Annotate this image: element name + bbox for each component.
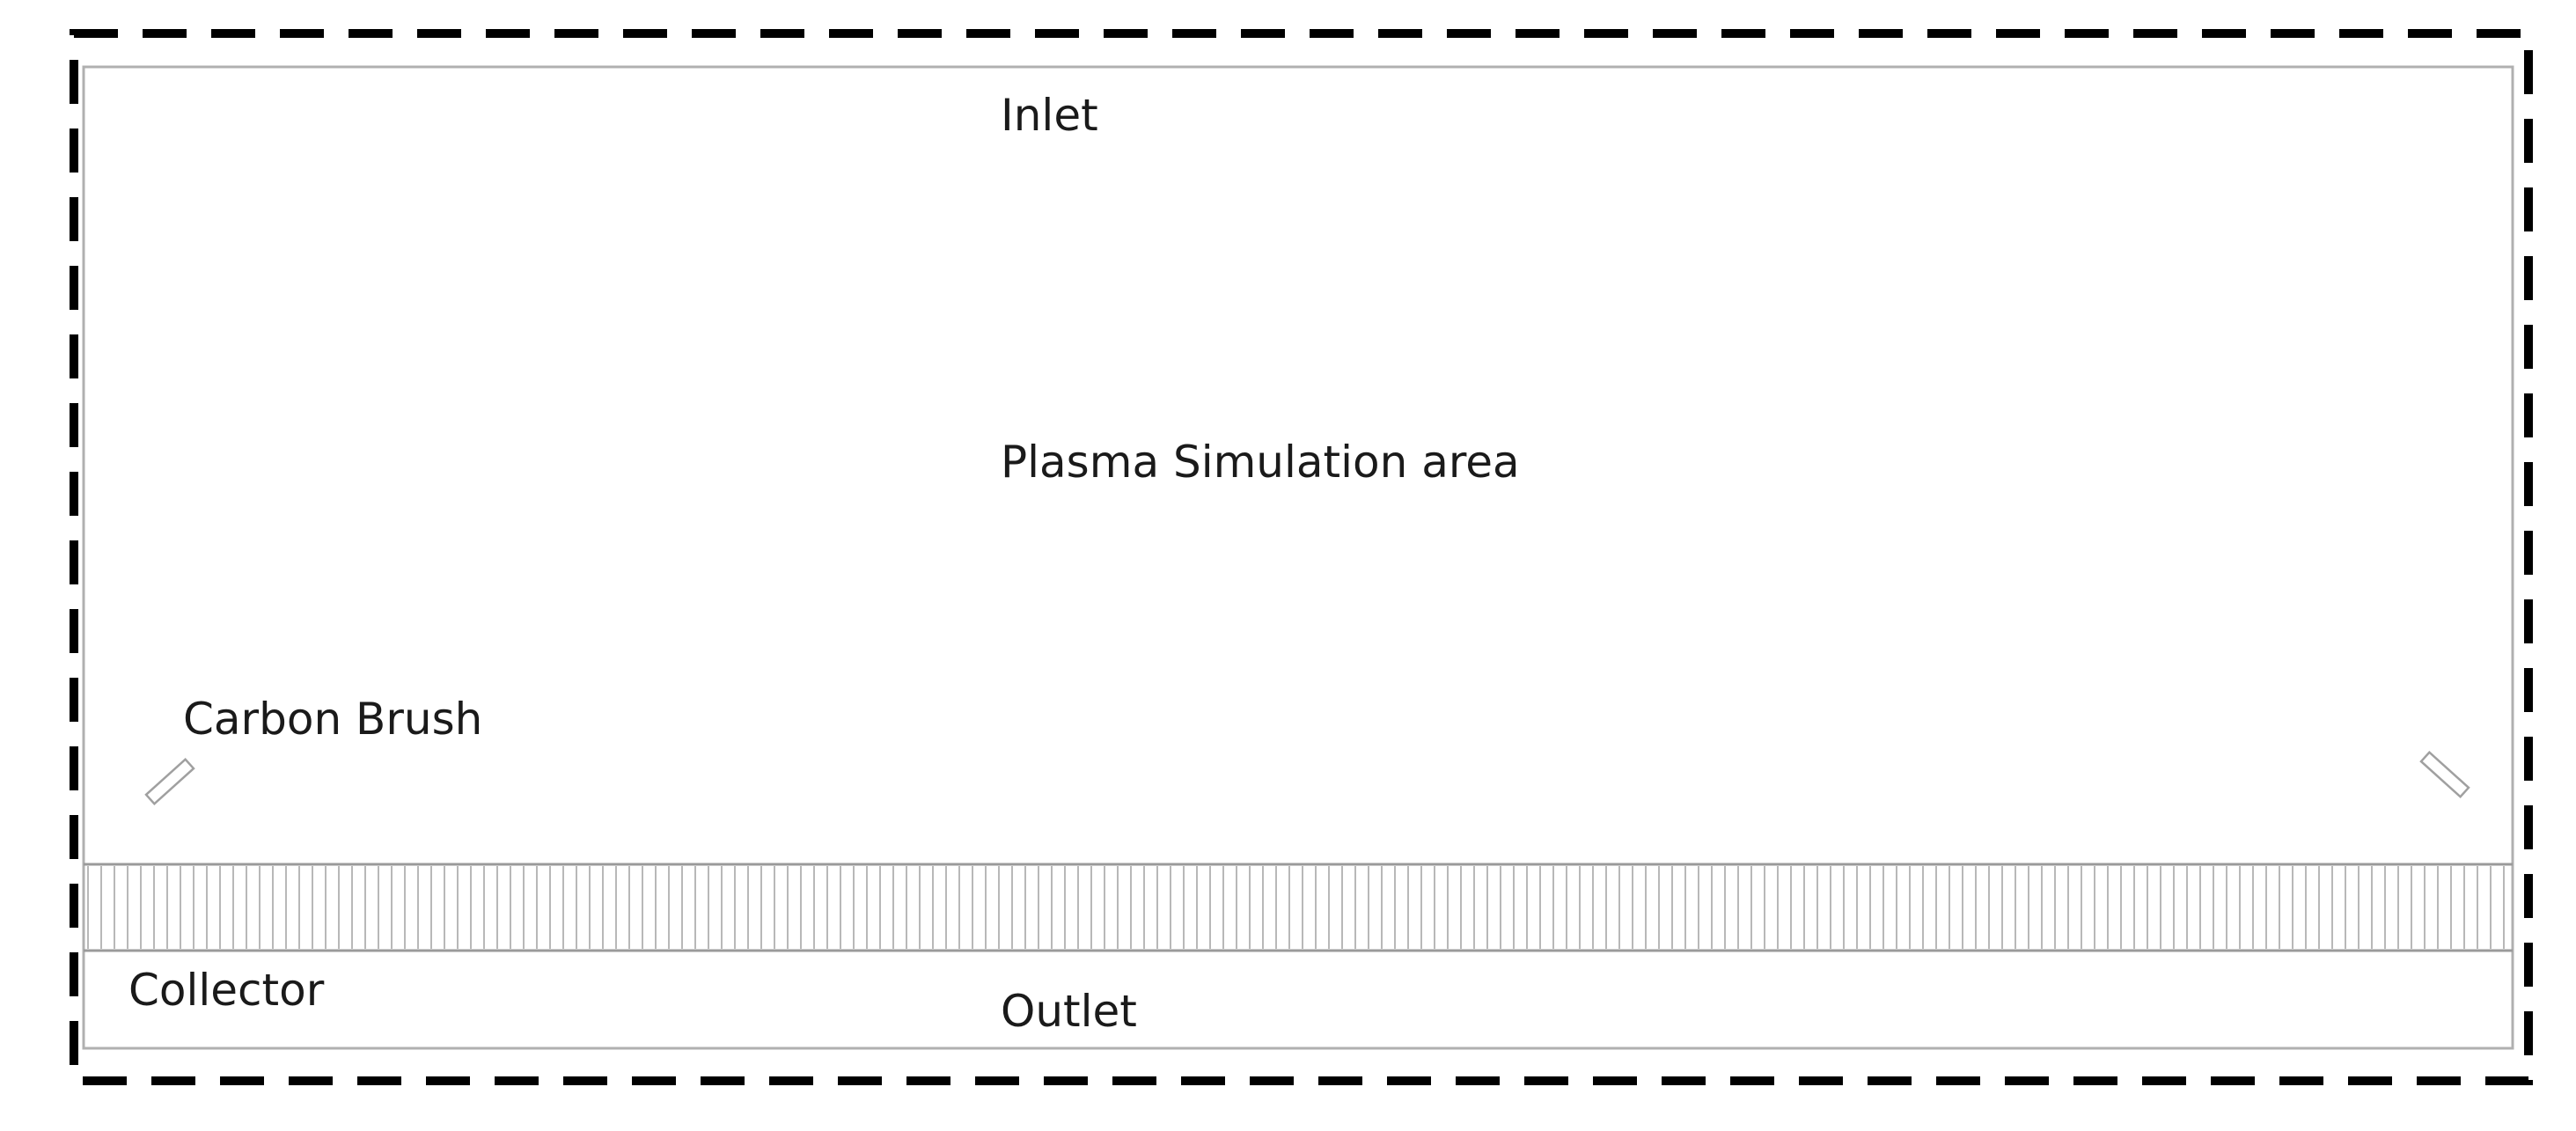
collector-lines [87, 866, 2505, 949]
collector-label: Collector [128, 965, 325, 1016]
simulation-area-label: Plasma Simulation area [1001, 437, 1520, 488]
inlet-label: Inlet [1001, 90, 1098, 141]
carbon-brush-right [2419, 750, 2470, 799]
outlet-label: Outlet [1001, 986, 1137, 1037]
dashed-boundary [70, 29, 2533, 1085]
simulation-domain-box [82, 65, 2514, 1050]
carbon-brush-label: Carbon Brush [183, 694, 483, 745]
carbon-brush-left [144, 757, 195, 806]
